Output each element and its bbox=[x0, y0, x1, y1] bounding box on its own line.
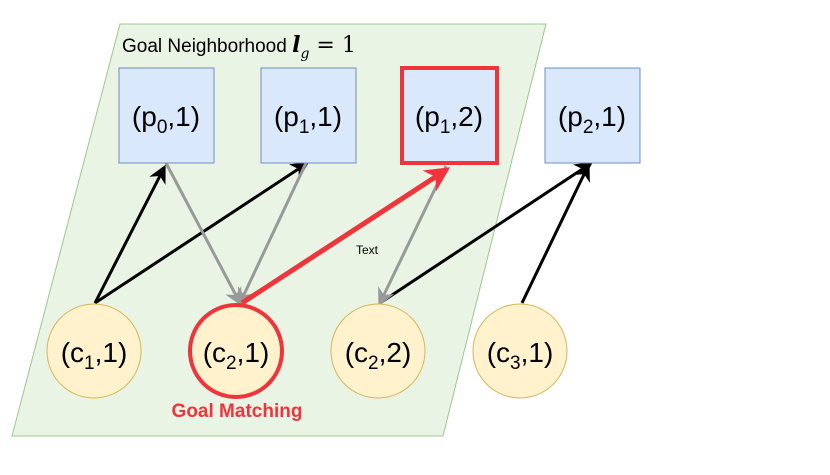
edge-goal-c2-to-p1b bbox=[240, 167, 451, 306]
edge-p1-to-c2 bbox=[237, 162, 308, 307]
edge-p0-to-c2 bbox=[164, 162, 242, 307]
edge-c1-to-p0 bbox=[93, 164, 166, 304]
region-label-text: Goal Neighborhood bbox=[122, 36, 292, 57]
goal-matching-label: Goal Matching bbox=[172, 401, 303, 422]
edge-label: Text bbox=[356, 243, 379, 257]
consumer-node-label: (c2,2) bbox=[345, 337, 412, 374]
consumer-node-label: (c2,1) bbox=[203, 337, 270, 374]
consumer-node-c2-1: (c2,1) bbox=[188, 303, 284, 399]
region-math-var: l bbox=[292, 32, 300, 58]
consumer-node-c2-2: (c2,2) bbox=[330, 303, 426, 399]
product-node-p2-1: (p2,1) bbox=[544, 67, 641, 164]
consumer-node-label: (c3,1) bbox=[487, 337, 554, 374]
region-math-rest: = 1 bbox=[309, 33, 355, 58]
consumer-node-c1-1: (c1,1) bbox=[46, 303, 142, 399]
region-math-sub: g bbox=[300, 46, 309, 62]
product-node-p0-1: (p0,1) bbox=[118, 67, 215, 164]
edge-c1-to-p1 bbox=[94, 162, 310, 305]
region-label: Goal Neighborhood lg = 1 bbox=[122, 32, 356, 62]
product-node-p1-1: (p1,1) bbox=[260, 67, 357, 164]
product-node-label: (p1,2) bbox=[415, 101, 483, 138]
edge-c3-to-p2 bbox=[520, 162, 590, 304]
edge-c2b-to-p2 bbox=[379, 162, 594, 305]
product-node-p1-2: (p1,2) bbox=[400, 66, 499, 165]
consumer-node-label: (c1,1) bbox=[61, 337, 128, 374]
consumer-node-c3-1: (c3,1) bbox=[472, 303, 568, 399]
